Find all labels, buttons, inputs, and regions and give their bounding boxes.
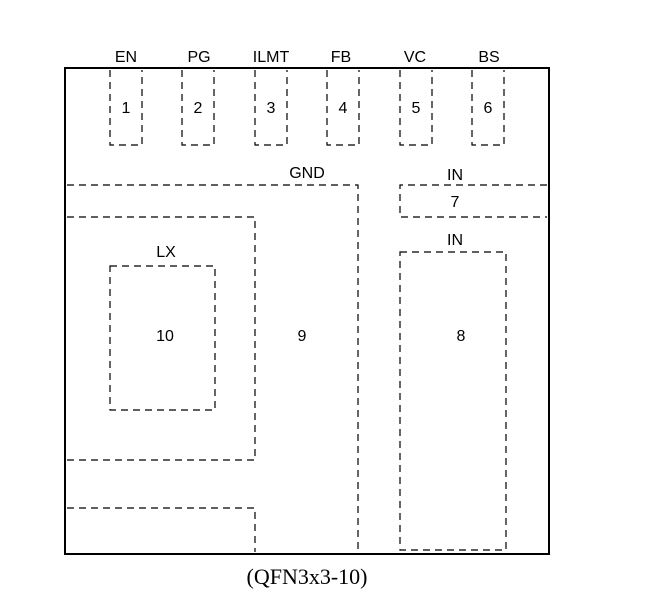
in-pad-7: IN 7 [399, 167, 547, 218]
pin-2-pad [181, 70, 215, 146]
lx-pad-outline [109, 265, 216, 411]
pin-3-number: 3 [267, 100, 276, 117]
in-pad-8-number: 8 [457, 328, 466, 345]
gnd-pad-number: 9 [298, 328, 307, 345]
pin-5-name: VC [404, 49, 426, 66]
pin-1-pad [109, 70, 143, 146]
pin-3-name: ILMT [253, 49, 290, 66]
pin-4-number: 4 [339, 100, 348, 117]
in-pad-8: IN 8 [399, 232, 507, 551]
in-pad-7-outline [399, 184, 547, 218]
gnd-pad: GND 9 [67, 165, 359, 552]
gnd-pad-lower-edge [67, 507, 256, 552]
pin-4: FB 4 [326, 49, 360, 146]
lx-pad: LX 10 [109, 244, 216, 411]
gnd-pad-name: GND [289, 165, 325, 182]
pin-5: VC 5 [399, 49, 433, 146]
pin-6-name: BS [478, 49, 499, 66]
pin-4-pad [326, 70, 360, 146]
pin-2: PG 2 [181, 49, 215, 146]
pin-1: EN 1 [109, 49, 143, 146]
pin-5-number: 5 [412, 100, 421, 117]
pin-4-name: FB [331, 49, 351, 66]
lx-pad-number: 10 [156, 328, 174, 345]
pin-2-number: 2 [194, 100, 203, 117]
in-pad-8-outline [399, 251, 507, 551]
lx-pad-name: LX [156, 244, 176, 261]
pin-1-name: EN [115, 49, 137, 66]
gnd-pad-outer-edge [67, 184, 359, 552]
pin-6-number: 6 [484, 100, 493, 117]
in-pad-8-name: IN [447, 232, 463, 249]
pin-1-number: 1 [122, 100, 131, 117]
package-caption: (QFN3x3-10) [247, 564, 368, 589]
pin-3-pad [254, 70, 288, 146]
pin-6: BS 6 [471, 49, 505, 146]
in-pad-7-name: IN [447, 167, 463, 184]
pin-6-pad [471, 70, 505, 146]
pin-5-pad [399, 70, 433, 146]
pin-2-name: PG [187, 49, 210, 66]
package-outline [64, 67, 550, 555]
top-pin-row: EN 1 PG 2 ILMT 3 FB 4 VC 5 BS 6 [109, 49, 505, 146]
in-pad-7-number: 7 [451, 194, 460, 211]
pin-3: ILMT 3 [253, 49, 290, 146]
